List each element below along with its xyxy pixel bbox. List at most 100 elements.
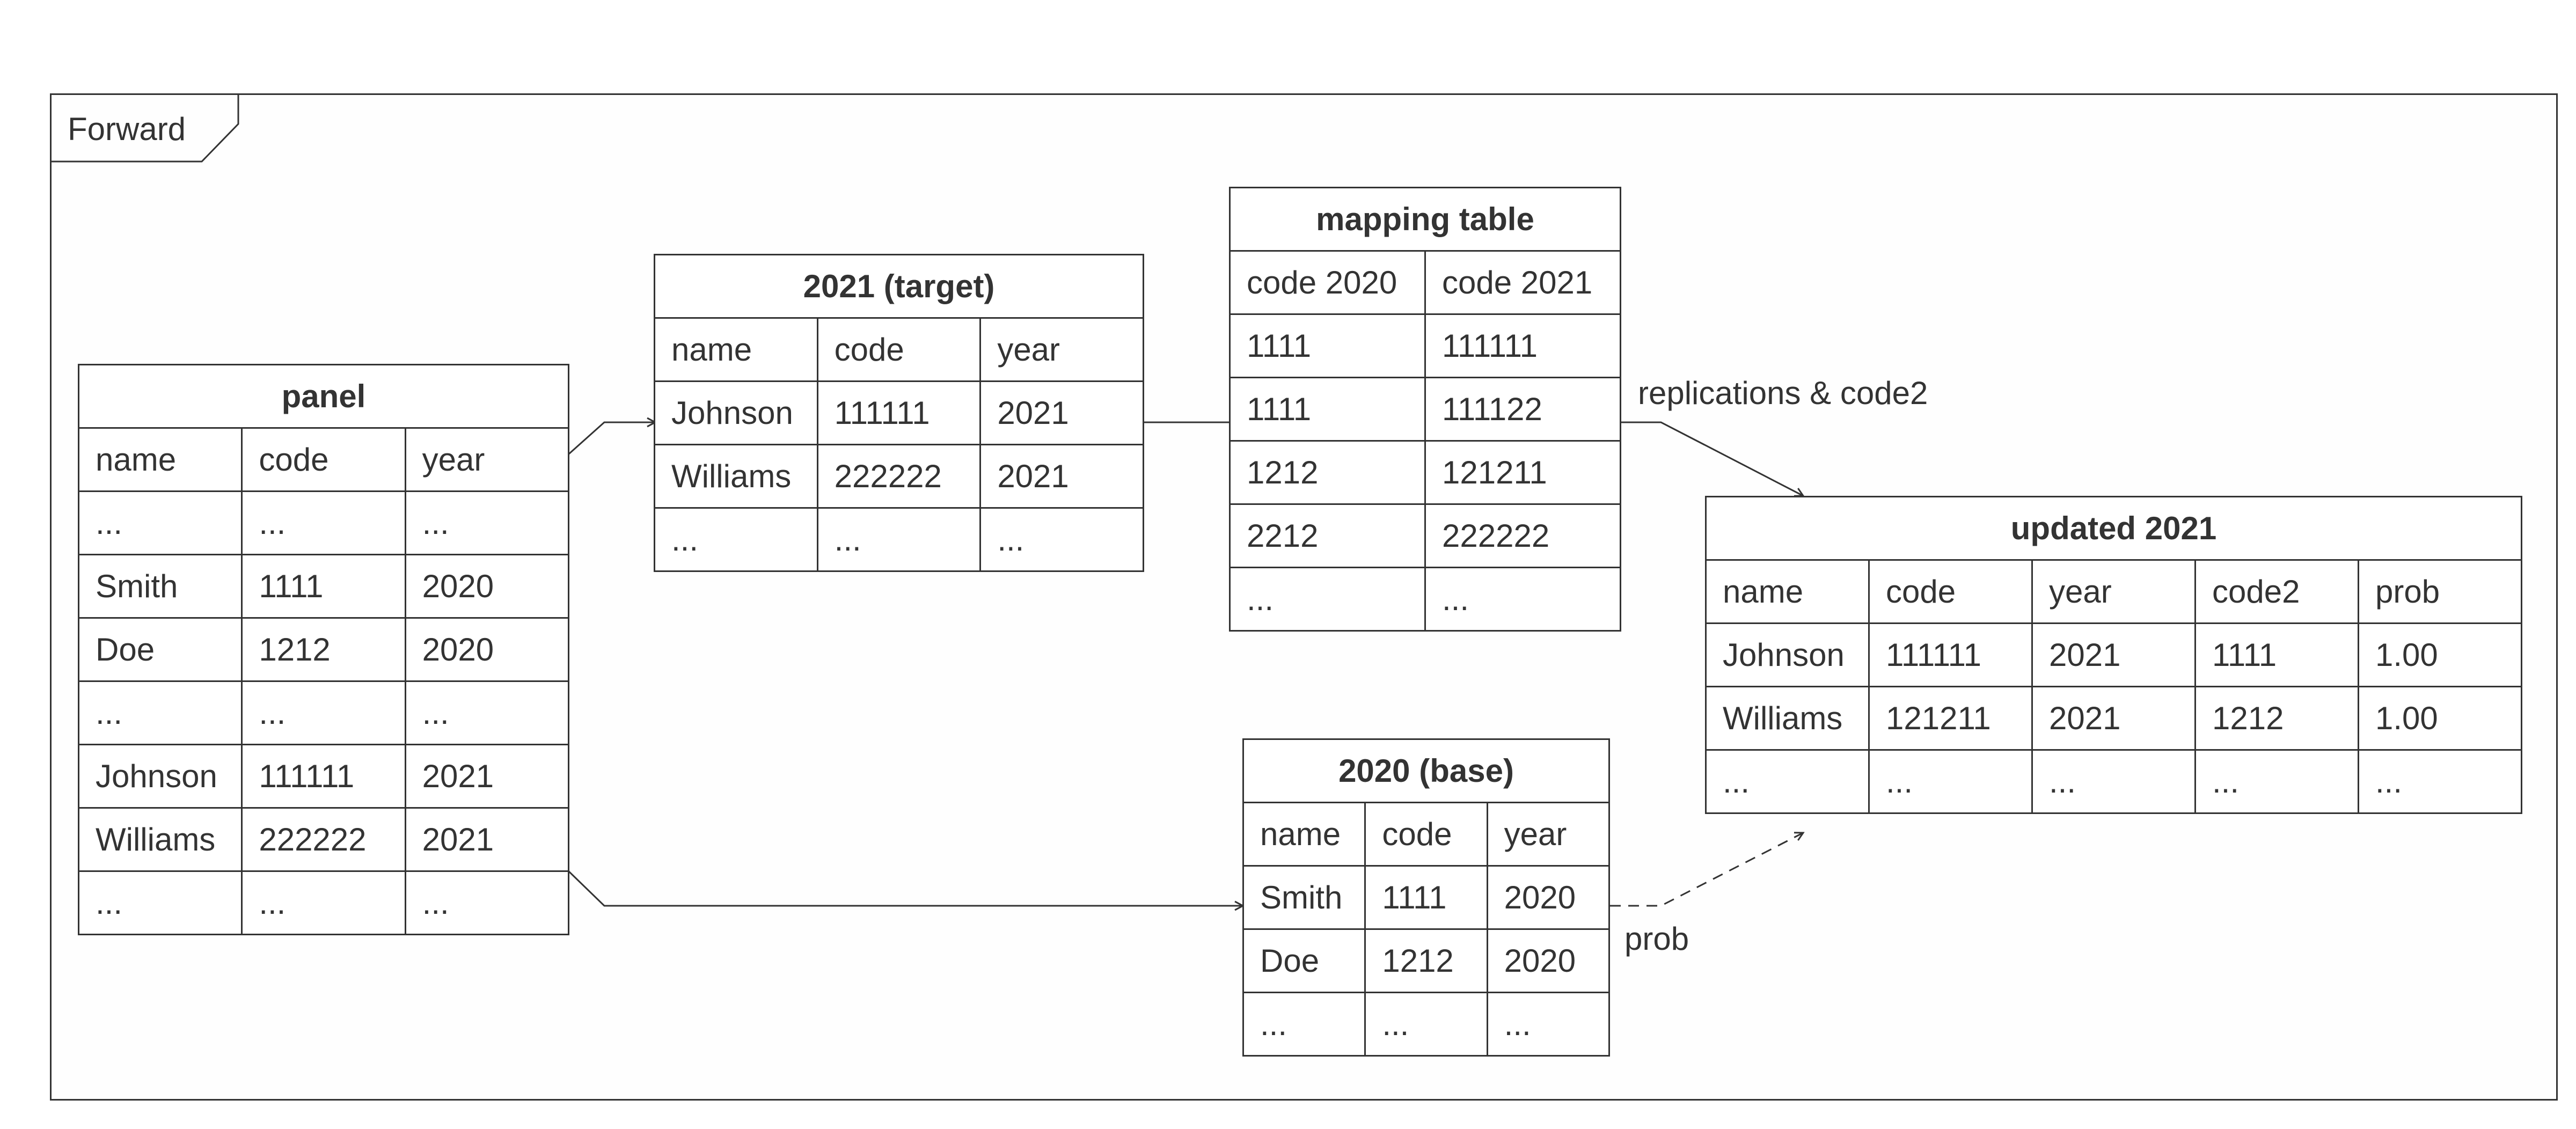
table-header-cell: code [1868,559,2033,624]
table-cell: 2020 [404,617,570,682]
table-cell: 2021 [404,807,570,872]
table-cell: ... [2358,749,2522,814]
table-cell: 1.00 [2358,622,2522,687]
table-header-cell: code 2020 [1229,250,1426,315]
table-cell: 2020 [1486,928,1611,993]
table-row: ............... [1705,749,2522,814]
table-cell: 2020 [404,554,570,619]
table-header-cell: name [1242,802,1366,867]
table-cell: 2020 [1486,865,1611,930]
table-row: ......... [77,870,570,935]
table-header-cell: name [654,317,818,382]
table-cell: 2021 [2031,622,2196,687]
table-cell: ... [77,870,243,935]
table-cell: ... [1229,567,1426,632]
edge-base-to-updated [1610,833,1803,907]
table-cell: ... [404,870,570,935]
table-cell: ... [77,490,243,555]
frame-tab [52,95,239,163]
edge-mapping-to-updated [1621,421,1803,496]
prob-label: prob [1624,921,1689,957]
table-cell: ... [979,507,1144,572]
table-header-cell: code2 [2194,559,2359,624]
table-header-cell: year [404,427,570,492]
table-cell: 121211 [1868,686,2033,751]
table-cell: ... [1486,992,1611,1057]
table-cell: 111111 [1868,622,2033,687]
edge-panel-to-target [568,422,655,455]
table-title-row: 2020 (base) [1242,738,1610,803]
table-header-cell: year [979,317,1144,382]
table-cell: ... [241,680,406,745]
table-cell: ... [2031,749,2196,814]
table-title-row: updated 2021 [1705,496,2522,561]
table-header-cell: code [1364,802,1488,867]
table-title: panel [78,364,569,429]
table-cell: 2021 [979,444,1144,509]
table-cell: ... [404,490,570,555]
edge-panel-to-base [568,870,1243,906]
table-cell: 1212 [241,617,406,682]
table-title: 2021 (target) [654,254,1144,319]
table-cell: Doe [77,617,243,682]
table-cell: Smith [77,554,243,619]
table-header-cell: name [1705,559,1870,624]
table-header-cell: code [816,317,982,382]
table-cell: 111111 [1424,313,1621,378]
table-row: ......... [1242,992,1611,1057]
table-cell: ... [816,507,982,572]
table-row: ......... [77,680,570,745]
table-cell: 2021 [979,380,1144,445]
table-cell: ... [1364,992,1488,1057]
table-cell: 222222 [241,807,406,872]
table-cell: ... [654,507,818,572]
table-title: updated 2021 [1705,496,2522,561]
table-cell: 2021 [2031,686,2196,751]
table-cell: 2212 [1229,503,1426,568]
table-row: ......... [77,490,570,555]
table-cell: 1111 [241,554,406,619]
table-cell: 1111 [1364,865,1488,930]
table-cell: ... [1705,749,1870,814]
table-cell: Doe [1242,928,1366,993]
frame-label: Forward [68,111,186,147]
table-cell: 111111 [241,744,406,809]
table-cell: 1111 [1229,313,1426,378]
replications-code2-label: replications & code2 [1638,375,1928,411]
table-cell: Smith [1242,865,1366,930]
table-cell: ... [1424,567,1621,632]
table-header-cell: code 2021 [1424,250,1621,315]
table-header-cell: code [241,427,406,492]
table-cell: ... [241,490,406,555]
table-title-row: panel [78,364,569,429]
table-title-row: mapping table [1229,187,1621,252]
table-cell: 1212 [1229,440,1426,505]
table-cell: 1.00 [2358,686,2522,751]
table-cell: 111122 [1424,377,1621,442]
table-cell: 1111 [1229,377,1426,442]
table-cell: Johnson [1705,622,1870,687]
table-title: mapping table [1229,187,1621,252]
table-cell: Johnson [77,744,243,809]
table-cell: ... [2194,749,2359,814]
table-cell: 2021 [404,744,570,809]
table-cell: 222222 [816,444,982,509]
